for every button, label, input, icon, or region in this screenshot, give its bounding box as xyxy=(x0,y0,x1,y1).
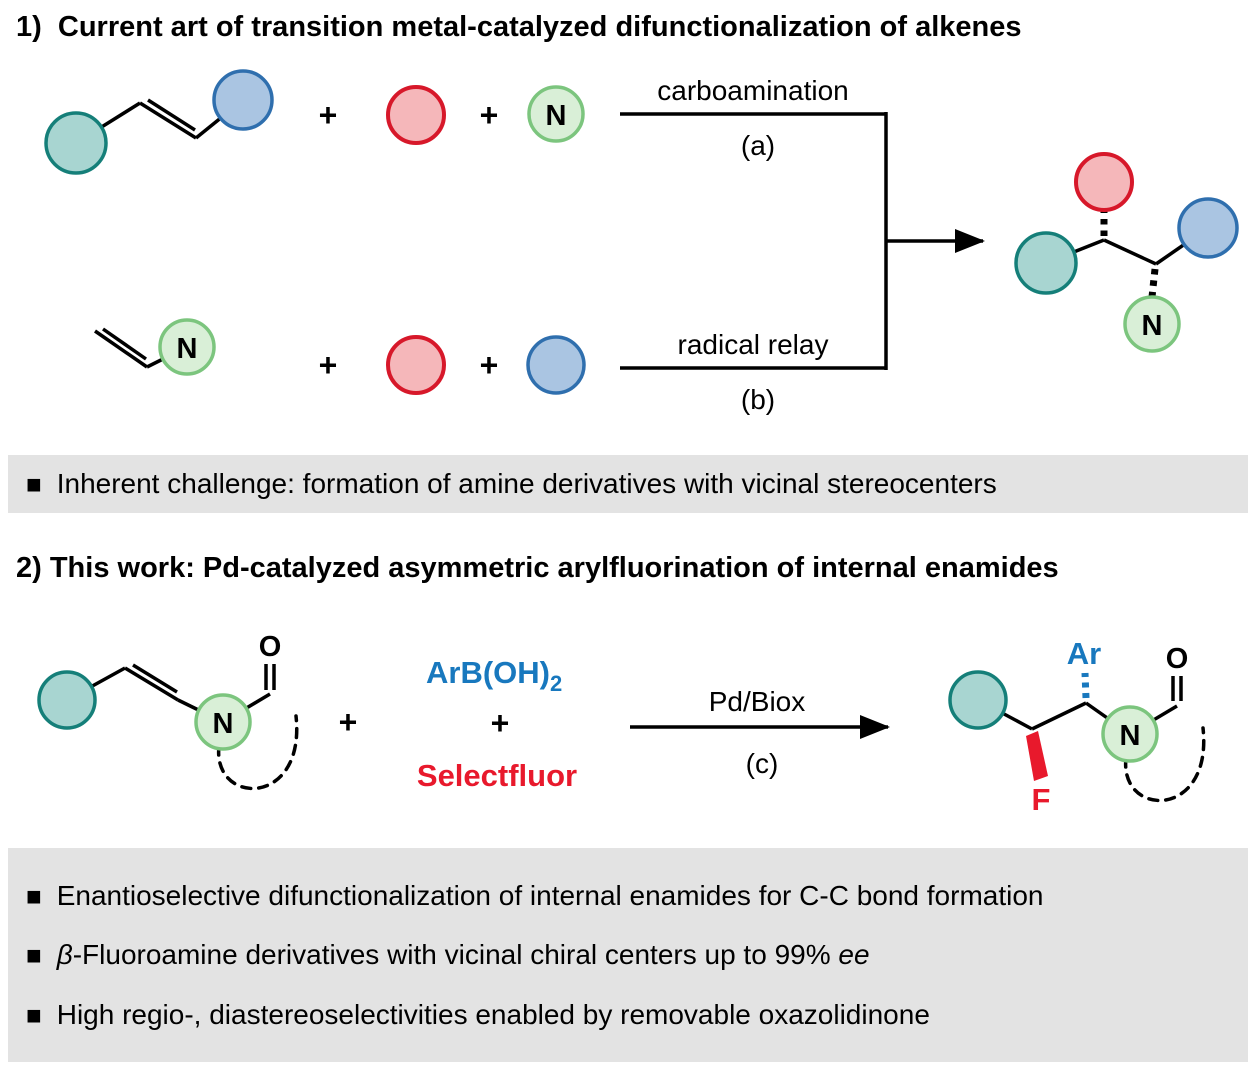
enamide-substrate: N O xyxy=(37,631,299,791)
reaction-arrow-c: Pd/Biox (c) xyxy=(630,686,890,779)
highlight-line: ■ β-Fluoroamine derivatives with vicinal … xyxy=(8,939,1248,971)
aryl-label: Ar xyxy=(1067,636,1101,671)
bullet-square-icon: ■ xyxy=(26,999,42,1030)
single-bond xyxy=(1045,238,1105,265)
double-bond xyxy=(94,329,148,369)
section2-heading: 2) This work: Pd-catalyzed asymmetric ar… xyxy=(16,552,1059,584)
highlights-banner: ■ Enantioselective difunctionalization of… xyxy=(8,848,1248,1062)
stereo-dash-bond xyxy=(1148,268,1159,298)
reagents: ArB(OH)2 + Selectfluor xyxy=(417,655,577,793)
plus-sign: + xyxy=(491,705,510,741)
blue-reagent-ball xyxy=(526,335,586,395)
boronic-acid-main: ArB(OH) xyxy=(426,655,550,690)
plus-sign: + xyxy=(480,97,499,133)
green-nitrogen-ball xyxy=(158,318,216,376)
red-reagent-ball xyxy=(386,335,446,395)
selectfluor-label: Selectfluor xyxy=(417,758,577,793)
teal-substituent-ball xyxy=(44,111,108,175)
beta-symbol: β xyxy=(56,939,73,970)
single-bond xyxy=(66,666,126,702)
teal-substituent-ball xyxy=(37,670,97,730)
ee-label: ee xyxy=(838,939,870,970)
teal-substituent-ball xyxy=(948,670,1008,730)
single-bond xyxy=(75,101,141,145)
condition-label: Pd/Biox xyxy=(709,686,806,717)
highlight-line: ■ High regio-, diastereoselectivities ena… xyxy=(8,999,1248,1031)
double-bond-inner xyxy=(147,98,196,132)
arylfluorination-product: N O Ar F xyxy=(948,636,1206,817)
condition-tag: (c) xyxy=(746,748,779,779)
oxazolidinone-dashed-ring xyxy=(217,714,299,791)
alkene-substrate xyxy=(44,69,274,175)
single-bond xyxy=(1031,701,1087,731)
single-bond xyxy=(1155,226,1209,266)
teal-substituent-ball xyxy=(1014,231,1078,295)
nitrogen-atom-label: N xyxy=(546,100,567,132)
highlight-text: Enantioselective difunctionalization of … xyxy=(56,879,1044,911)
aryl-stereo-dash-bond xyxy=(1081,672,1090,699)
enamide-fragment: N xyxy=(94,318,216,376)
green-nitrogen-ball xyxy=(1123,295,1181,353)
route-a: carboamination (a) xyxy=(620,75,886,161)
red-substituent-ball xyxy=(1074,152,1134,212)
double-bond-inner xyxy=(101,327,148,361)
blue-substituent-ball xyxy=(212,69,274,131)
single-bond xyxy=(194,98,245,140)
fluorine-label: F xyxy=(1032,782,1051,817)
boronic-acid-subscript: 2 xyxy=(550,671,562,696)
green-nitrogen-ball xyxy=(194,693,252,751)
route-a-tag: (a) xyxy=(741,130,775,161)
double-bond xyxy=(139,101,197,140)
single-bond xyxy=(977,698,1033,731)
nitrogen-atom-label: N xyxy=(177,333,198,365)
blue-substituent-ball xyxy=(1177,197,1239,259)
amine-source-ball: N xyxy=(527,85,585,143)
single-bond xyxy=(146,345,188,369)
route-a-label: carboamination xyxy=(657,75,848,106)
oxygen-atom-label: O xyxy=(259,631,282,663)
route-b-label: radical relay xyxy=(678,329,829,360)
single-bond xyxy=(1084,701,1132,736)
bullet-square-icon: ■ xyxy=(26,469,42,499)
oxygen-atom-label: O xyxy=(1166,643,1189,675)
double-bond-inner xyxy=(132,663,178,694)
plus-sign: + xyxy=(319,97,338,133)
fluorine-wedge-bond xyxy=(1026,731,1048,781)
boronic-acid-label: ArB(OH)2 xyxy=(426,655,562,696)
difunctionalized-product: N xyxy=(1014,152,1239,353)
single-bond xyxy=(222,692,271,724)
double-bond xyxy=(124,666,179,702)
oxazolidinone-dashed-ring xyxy=(1124,726,1206,803)
challenge-banner: ■ Inherent challenge: formation of amine … xyxy=(8,455,1248,513)
challenge-text: Inherent challenge: formation of amine d… xyxy=(56,468,997,499)
nitrogen-atom-label: N xyxy=(1120,720,1141,752)
single-bond xyxy=(1129,704,1178,736)
highlight-line: ■ Enantioselective difunctionalization of… xyxy=(8,880,1248,912)
route-b-tag: (b) xyxy=(741,384,775,415)
section1-heading: 1) Current art of transition metal-catal… xyxy=(16,11,1022,43)
plus-sign: + xyxy=(339,704,358,740)
challenge-line: ■ Inherent challenge: formation of amine … xyxy=(8,468,997,500)
route-b: radical relay (b) xyxy=(620,329,886,415)
red-reagent-ball xyxy=(386,85,446,145)
green-nitrogen-ball xyxy=(1101,705,1159,763)
plus-sign: + xyxy=(480,347,499,383)
highlight-text: -Fluoroamine derivatives with vicinal ch… xyxy=(72,939,839,970)
nitrogen-atom-label: N xyxy=(213,708,234,740)
nitrogen-atom-label: N xyxy=(1142,310,1163,342)
highlight-text: High regio-, diastereoselectivities enab… xyxy=(56,998,930,1030)
plus-sign: + xyxy=(319,347,338,383)
single-bond xyxy=(177,698,224,724)
bullet-square-icon: ■ xyxy=(26,880,42,911)
bullet-square-icon: ■ xyxy=(26,940,42,970)
green-nitrogen-ball xyxy=(527,85,585,143)
single-bond xyxy=(1103,238,1157,266)
